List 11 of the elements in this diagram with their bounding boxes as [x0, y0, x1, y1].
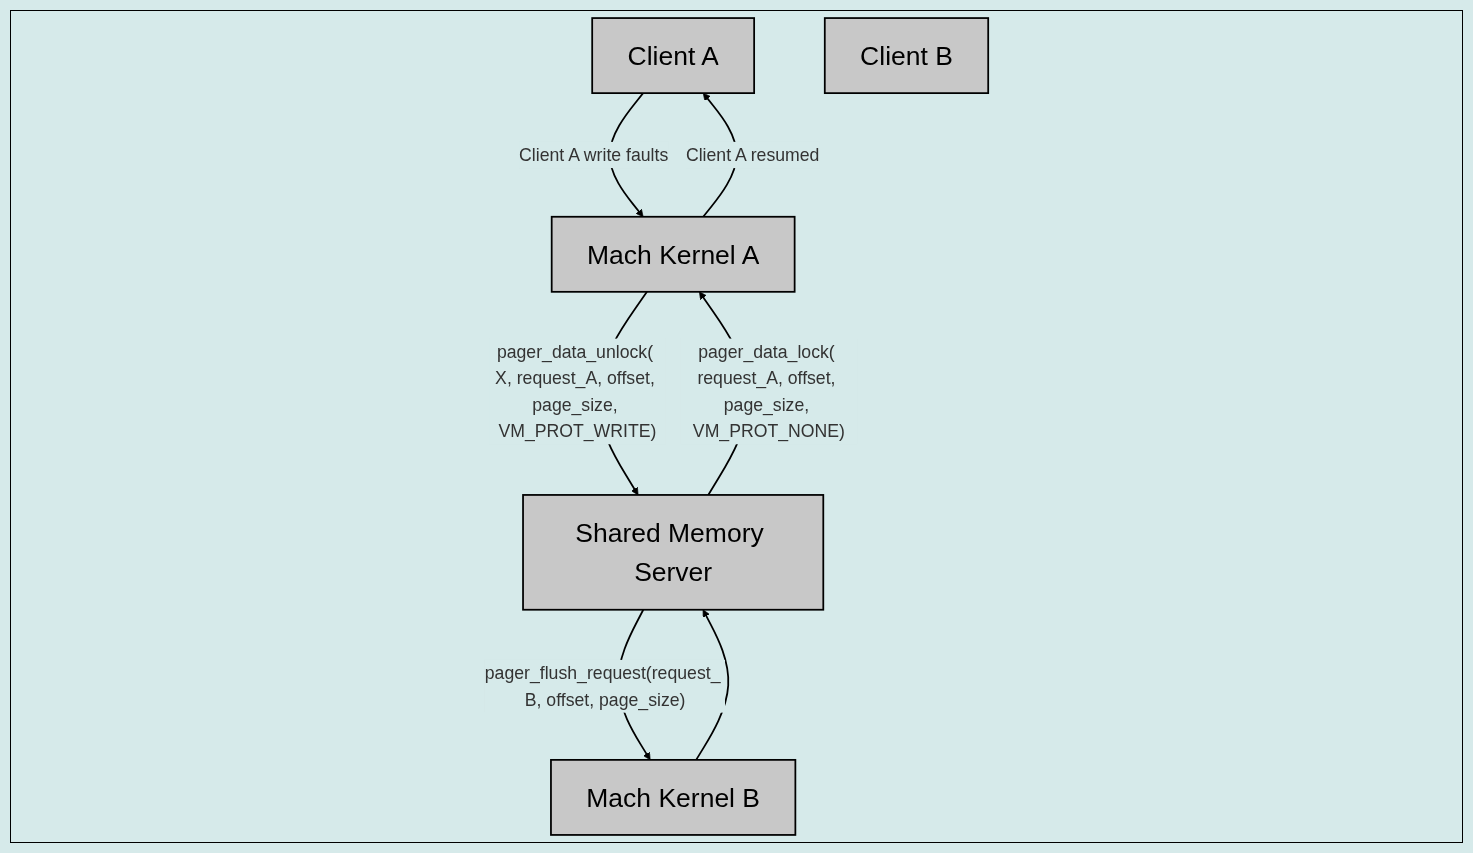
node-box: Mach Kernel A [550, 215, 796, 293]
node-box: Mach Kernel B [550, 759, 797, 836]
edge-label: Client A resumed [685, 145, 820, 165]
node-box: Client A [591, 17, 756, 94]
edge-label: pager_flush_request(request_ B, offset, page_size) [484, 663, 721, 710]
edge-label: Client A write faults [519, 145, 669, 165]
node-box: Client B [823, 17, 990, 94]
edge-label: pager_data_lock( request_A, offset, page_size, VM_PROT_NONE) [692, 341, 845, 441]
node-box: Shared Memory Server [522, 494, 825, 611]
edge-label: pager_data_unlock( X, request_A, offset, page_size, VM_PROT_WRITE) [495, 341, 657, 441]
arrow [695, 609, 730, 761]
